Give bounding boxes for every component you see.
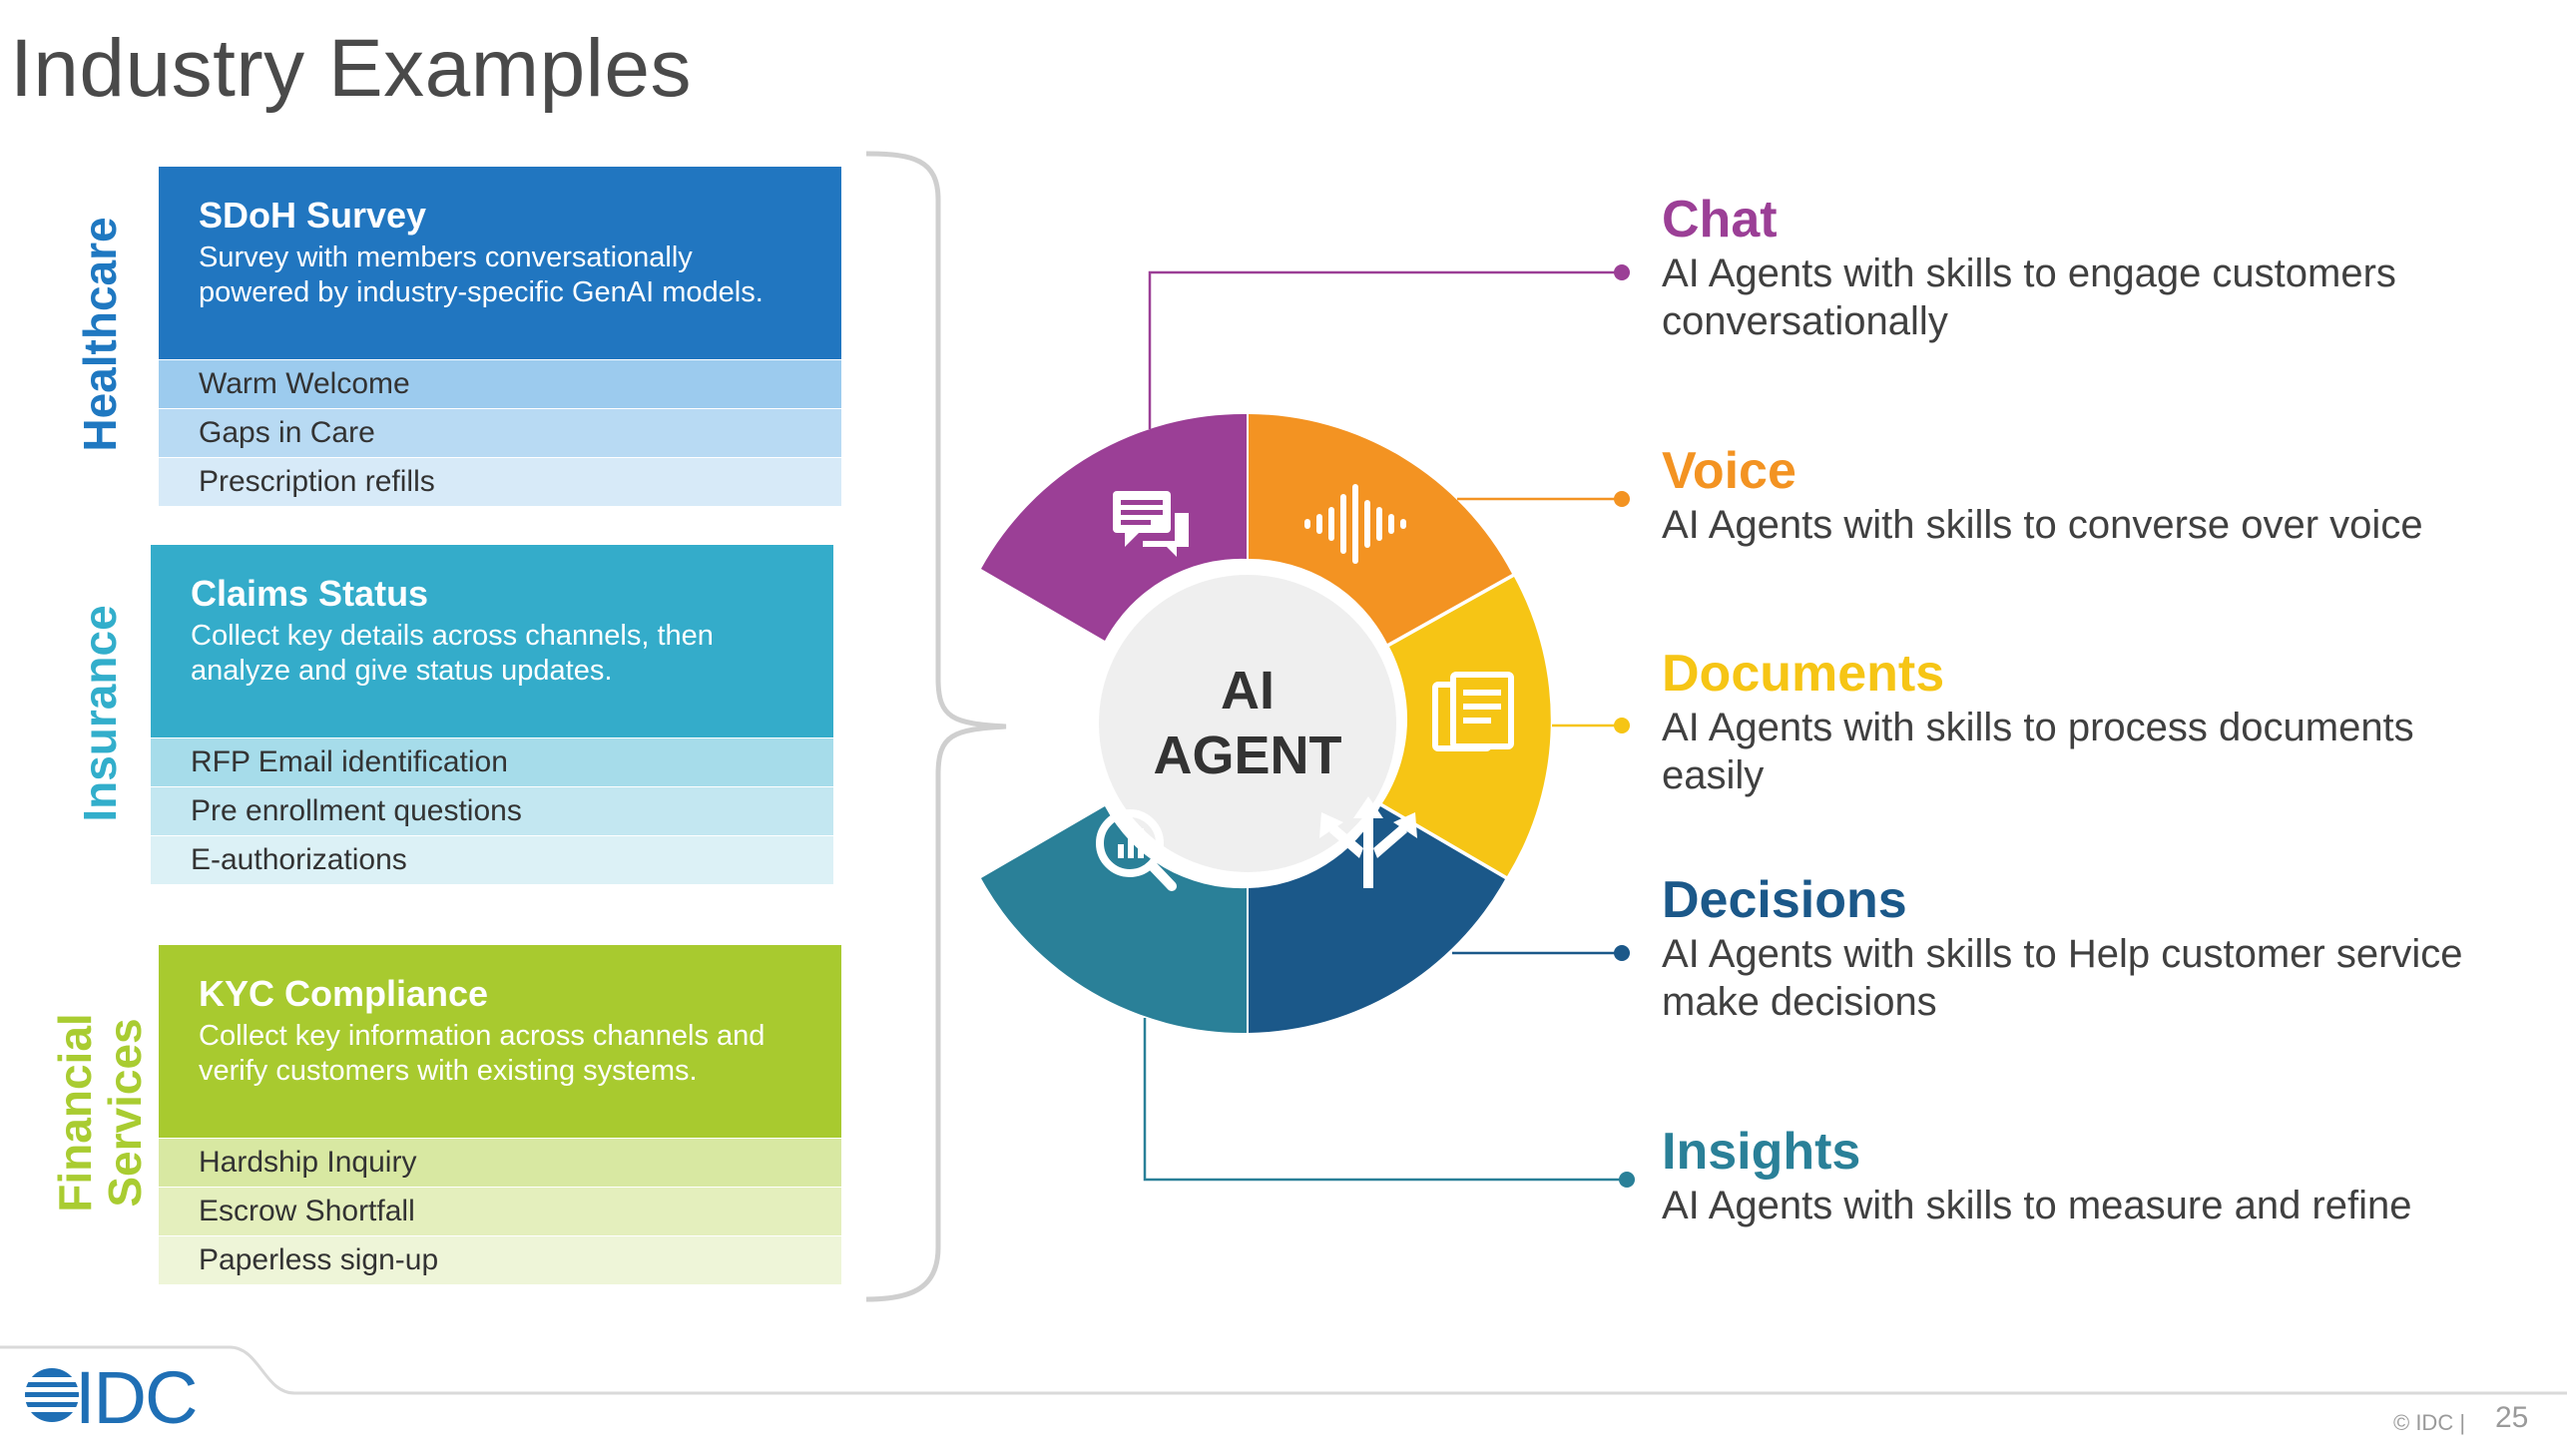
idc-logo: IDC: [75, 1356, 198, 1439]
documents-icon: [1432, 672, 1514, 751]
card-claims-status: Claims Status Collect key details across…: [151, 545, 833, 884]
card-row: Pre enrollment questions: [151, 786, 833, 835]
capability-description: AI Agents with skills to engage customer…: [1662, 251, 2396, 343]
card-header: KYC Compliance Collect key information a…: [159, 945, 841, 1138]
center-circle: [1093, 569, 1402, 878]
footer-rule: [0, 1345, 2567, 1395]
capability-description: AI Agents with skills to process documen…: [1662, 706, 2414, 797]
capability-decisions: Decisions AI Agents with skills to Help …: [1662, 870, 2520, 1026]
idc-globe-icon: [22, 1368, 82, 1422]
center-label-line-2: AGENT: [1154, 726, 1342, 785]
capability-description: AI Agents with skills to Help customer s…: [1662, 932, 2463, 1024]
capability-title: Chat: [1662, 191, 1778, 248]
chat-connector: [1148, 270, 1622, 429]
card-title: SDoH Survey: [199, 195, 427, 236]
industry-label-healthcare: Healthcare: [74, 217, 126, 452]
card-row: RFP Email identification: [151, 737, 833, 786]
connector-lines: [1143, 264, 1635, 1188]
capability-insights: Insights AI Agents with skills to measur…: [1662, 1122, 2520, 1229]
copyright-text: © IDC |: [2393, 1410, 2466, 1435]
ai-agent-wheel: AI AGENT: [981, 413, 1551, 1034]
card-title: Claims Status: [191, 573, 429, 614]
center-label-line-1: AI: [1221, 661, 1275, 721]
card-sdoh-survey: SDoH Survey Survey with members conversa…: [159, 167, 841, 506]
card-row: Escrow Shortfall: [159, 1187, 841, 1235]
industry-label-insurance: Insurance: [74, 605, 126, 822]
card-row: Warm Welcome: [159, 359, 841, 408]
documents-connector-dot: [1614, 718, 1630, 733]
chat-bubbles-icon: [1113, 491, 1189, 557]
curly-brace: [865, 151, 1007, 1302]
card-description: Collect key details across channels, the…: [191, 620, 714, 687]
card-row: Gaps in Care: [159, 408, 841, 457]
capability-documents: Documents AI Agents with skills to proce…: [1662, 644, 2520, 799]
card-row: E-authorizations: [151, 835, 833, 884]
capability-voice: Voice AI Agents with skills to converse …: [1662, 441, 2520, 549]
decisions-connector-dot: [1614, 945, 1630, 961]
insights-connector-dot: [1619, 1172, 1635, 1188]
card-row: Hardship Inquiry: [159, 1138, 841, 1187]
card-kyc-compliance: KYC Compliance Collect key information a…: [159, 945, 841, 1284]
sound-wave-icon: [1304, 484, 1406, 564]
capability-description: AI Agents with skills to measure and ref…: [1662, 1184, 2412, 1227]
card-title: KYC Compliance: [199, 973, 489, 1014]
capability-title: Voice: [1662, 442, 1797, 500]
industry-label-line-2: Services: [99, 1018, 151, 1208]
capability-chat: Chat AI Agents with skills to engage cus…: [1662, 190, 2520, 345]
card-header: SDoH Survey Survey with members conversa…: [159, 167, 841, 359]
decisions-segment: [1249, 806, 1505, 1033]
page-number: 25: [2495, 1401, 2529, 1434]
magnifier-chart-icon: [1096, 809, 1177, 891]
voice-connector-dot: [1614, 491, 1630, 507]
page-title: Industry Examples: [10, 23, 692, 114]
insights-segment: [981, 806, 1247, 1034]
card-description: Survey with members conversationally pow…: [199, 242, 764, 308]
capability-title: Decisions: [1662, 871, 1907, 929]
card-description: Collect key information across channels …: [199, 1020, 766, 1087]
capability-title: Insights: [1662, 1123, 1861, 1181]
card-header: Claims Status Collect key details across…: [151, 545, 833, 737]
chat-connector-dot: [1614, 264, 1630, 280]
split-arrows-icon: [1319, 796, 1417, 888]
industry-label-financial-services: Financial Services: [49, 993, 151, 1232]
card-row: Paperless sign-up: [159, 1235, 841, 1284]
insights-connector: [1143, 1018, 1627, 1182]
capability-title: Documents: [1662, 645, 1945, 703]
capability-description: AI Agents with skills to converse over v…: [1662, 503, 2423, 547]
card-row: Prescription refills: [159, 457, 841, 506]
industry-label-line-1: Financial: [49, 1013, 101, 1213]
